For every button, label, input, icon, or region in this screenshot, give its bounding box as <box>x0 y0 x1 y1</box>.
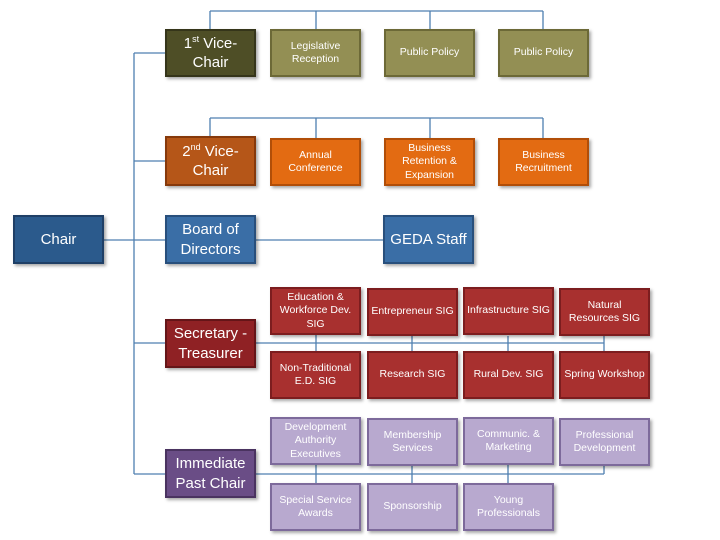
board-of-directors-box: Board of Directors <box>165 215 256 264</box>
public-policy-box: Public Policy <box>384 29 475 77</box>
public-policy-box-2: Public Policy <box>498 29 589 77</box>
spring-workshop-box: Spring Workshop <box>559 351 650 399</box>
young-professionals-box: Young Professionals <box>463 483 554 531</box>
non-traditional-ed-sig-box: Non-Traditional E.D. SIG <box>270 351 361 399</box>
special-service-awards-box: Special Service Awards <box>270 483 361 531</box>
natural-resources-sig-box: Natural Resources SIG <box>559 288 650 336</box>
first-vice-chair-box: 1st Vice-Chair <box>165 29 256 77</box>
second-vice-chair-label: 2nd Vice-Chair <box>182 141 239 179</box>
immediate-past-chair-box: Immediate Past Chair <box>165 449 256 498</box>
chair-box: Chair <box>13 215 104 264</box>
chair-label: Chair <box>40 230 77 248</box>
research-sig-box: Research SIG <box>367 351 458 399</box>
membership-services-box: Membership Services <box>367 418 458 466</box>
second-vice-chair-box: 2nd Vice-Chair <box>165 136 256 186</box>
sponsorship-box: Sponsorship <box>367 483 458 531</box>
first-vice-chair-label: 1st Vice-Chair <box>183 33 238 71</box>
education-workforce-sig-box: Education & Workforce Dev. SIG <box>270 287 361 335</box>
infrastructure-sig-box: Infrastructure SIG <box>463 287 554 335</box>
annual-conference-box: Annual Conference <box>270 138 361 186</box>
legislative-reception-box: Legislative Reception <box>270 29 361 77</box>
communic-marketing-box: Communic. & Marketing <box>463 417 554 465</box>
development-authority-executives-box: Development Authority Executives <box>270 417 361 465</box>
geda-staff-box: GEDA Staff <box>383 215 474 264</box>
rural-dev-sig-box: Rural Dev. SIG <box>463 351 554 399</box>
entrepreneur-sig-box: Entrepreneur SIG <box>367 288 458 336</box>
business-retention-box: Business Retention & Expansion <box>384 138 475 186</box>
professional-development-box: Professional Development <box>559 418 650 466</box>
business-recruitment-box: Business Recruitment <box>498 138 589 186</box>
secretary-treasurer-box: Secretary - Treasurer <box>165 319 256 368</box>
